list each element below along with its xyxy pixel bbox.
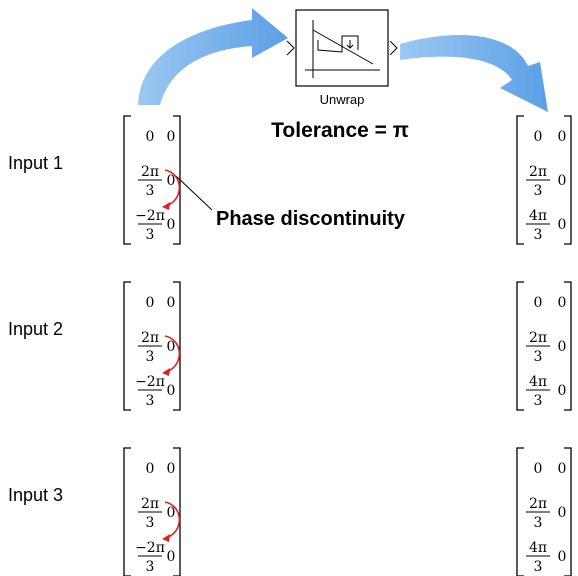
matrix-cell: 0 bbox=[167, 549, 176, 565]
matrix-left-bracket bbox=[516, 115, 524, 245]
matrix-cell-denominator: 3 bbox=[534, 227, 543, 243]
matrix-cell-numerator: 2π bbox=[141, 330, 159, 346]
matrix-left-bracket bbox=[123, 115, 131, 245]
matrix-cell: 0 bbox=[534, 461, 543, 477]
matrix-right-bracket bbox=[173, 447, 181, 576]
matrix-cell: 0 bbox=[534, 295, 543, 311]
matrix-left-bracket bbox=[123, 281, 131, 411]
flow-arrow-in-icon bbox=[138, 8, 288, 105]
matrix-right-bracket bbox=[173, 281, 181, 411]
matrix-cell: 0 bbox=[167, 129, 176, 145]
matrix-cell: 0 bbox=[558, 505, 567, 521]
matrix-cell: 0 bbox=[146, 461, 155, 477]
matrix-cell-numerator: −2π bbox=[135, 374, 165, 390]
matrix-left-bracket bbox=[123, 447, 131, 576]
matrix-cell-denominator: 3 bbox=[534, 183, 543, 199]
phase-jump-arrow-icon bbox=[162, 169, 181, 210]
matrix-cell-numerator: 4π bbox=[529, 540, 547, 556]
matrix-cell-numerator: −2π bbox=[135, 540, 165, 556]
matrix-left-bracket bbox=[516, 447, 524, 576]
matrix-cell-denominator: 3 bbox=[146, 393, 155, 409]
input-3-label: Input 3 bbox=[8, 485, 63, 505]
matrix-cell-numerator: −2π bbox=[135, 208, 165, 224]
matrix-cell-denominator: 3 bbox=[146, 227, 155, 243]
matrix-cell-denominator: 3 bbox=[146, 183, 155, 199]
matrix-cell: 0 bbox=[534, 129, 543, 145]
matrix-cell: 0 bbox=[558, 549, 567, 565]
matrix-cell-numerator: 2π bbox=[141, 496, 159, 512]
matrix-cell-denominator: 3 bbox=[534, 393, 543, 409]
matrix-cell-numerator: 2π bbox=[529, 496, 547, 512]
matrix-cell: 0 bbox=[167, 383, 176, 399]
matrix-cell: 0 bbox=[558, 217, 567, 233]
matrix-cell-denominator: 3 bbox=[146, 559, 155, 575]
unwrap-block[interactable] bbox=[286, 9, 398, 87]
matrix-cell: 0 bbox=[558, 461, 567, 477]
matrix-right-bracket bbox=[564, 115, 572, 245]
flow-arrow-out-icon bbox=[400, 34, 548, 112]
matrix-cell-denominator: 3 bbox=[534, 515, 543, 531]
matrix-cell-numerator: 2π bbox=[529, 164, 547, 180]
matrix-cell: 0 bbox=[146, 295, 155, 311]
matrix-cell-denominator: 3 bbox=[534, 559, 543, 575]
matrix-left-bracket bbox=[516, 281, 524, 411]
phase-jump-arrow-icon bbox=[162, 501, 181, 542]
annotation-leader-line bbox=[175, 175, 213, 211]
matrix-right-bracket bbox=[564, 281, 572, 411]
matrix-cell-numerator: 4π bbox=[529, 208, 547, 224]
matrix-cell-denominator: 3 bbox=[146, 349, 155, 365]
matrix-cell-numerator: 2π bbox=[141, 164, 159, 180]
tolerance-label: Tolerance = π bbox=[271, 119, 409, 142]
block-name-label: Unwrap bbox=[320, 92, 365, 107]
matrix-cell: 0 bbox=[146, 129, 155, 145]
matrix-cell-numerator: 4π bbox=[529, 374, 547, 390]
matrix-cell: 0 bbox=[167, 339, 176, 355]
matrix-cell-numerator: 2π bbox=[529, 330, 547, 346]
input-2-label: Input 2 bbox=[8, 319, 63, 339]
matrix-cell: 0 bbox=[167, 217, 176, 233]
phase-jump-arrow-icon bbox=[162, 335, 181, 376]
input-1-label: Input 1 bbox=[8, 153, 63, 173]
matrix-cell: 0 bbox=[558, 295, 567, 311]
matrix-right-bracket bbox=[173, 115, 181, 245]
matrix-cell: 0 bbox=[167, 173, 176, 189]
matrix-cell-denominator: 3 bbox=[146, 515, 155, 531]
phase-discontinuity-label: Phase discontinuity bbox=[216, 208, 406, 230]
matrix-cell: 0 bbox=[167, 461, 176, 477]
matrix-cell: 0 bbox=[558, 173, 567, 189]
unwrap-block-icon bbox=[305, 20, 380, 78]
matrix-cell: 0 bbox=[167, 295, 176, 311]
matrix-right-bracket bbox=[564, 447, 572, 576]
matrix-cell: 0 bbox=[558, 129, 567, 145]
matrix-cell: 0 bbox=[167, 505, 176, 521]
matrix-cell: 0 bbox=[558, 339, 567, 355]
matrix-cell-denominator: 3 bbox=[534, 349, 543, 365]
matrix-cell: 0 bbox=[558, 383, 567, 399]
